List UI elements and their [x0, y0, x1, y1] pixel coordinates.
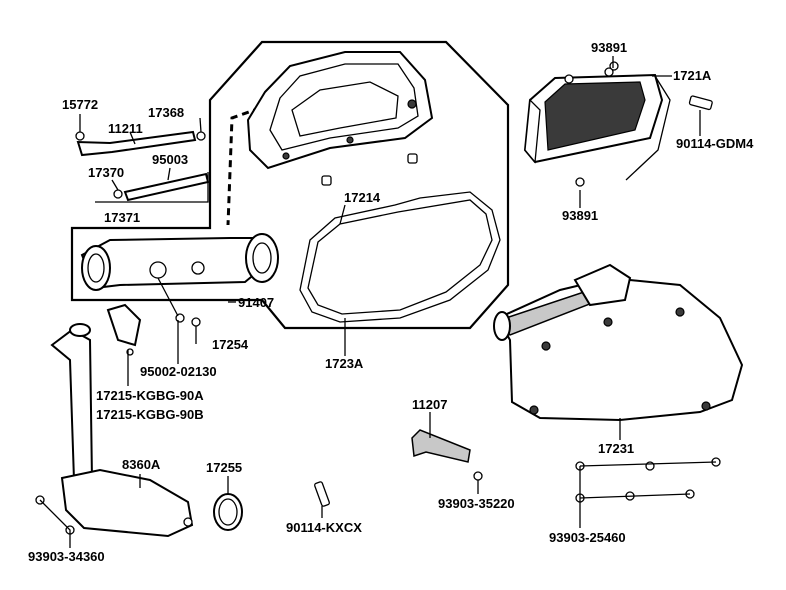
label-93903-25460: 93903-25460: [549, 530, 626, 545]
label-11207: 11207: [412, 397, 447, 412]
label-17255: 17255: [206, 460, 242, 475]
label-90114-gdm4: 90114-GDM4: [676, 136, 754, 151]
drain-tube-95003: [123, 172, 210, 202]
label-91407: 91407: [238, 295, 274, 310]
label-17214: 17214: [344, 190, 381, 205]
label-1723A: 1723A: [325, 356, 364, 371]
screw-93891-lower: [575, 177, 585, 187]
label-90114-kxcx: 90114-KXCX: [286, 520, 362, 535]
dashed-assembly-line: [226, 106, 261, 226]
label-8360A: 8360A: [122, 457, 161, 472]
label-93903-34360: 93903-34360: [28, 549, 105, 564]
plug-17370: [113, 189, 123, 199]
label-17368: 17368: [148, 105, 184, 120]
assembly-group-frame: [70, 40, 510, 330]
screw-17254: [191, 317, 201, 327]
filter-holder-rod: [625, 75, 671, 181]
bolt-90114-kxcx: [314, 481, 330, 507]
air-cleaner-cover: [246, 51, 434, 170]
cover-grommet: [321, 175, 332, 186]
bracket-17371: [95, 172, 209, 203]
screws-93891-top: [564, 61, 619, 84]
label-95003: 95003: [152, 152, 188, 167]
intake-duct: [80, 233, 279, 291]
inlet-funnel: [106, 303, 142, 347]
label-93891-top: 93891: [591, 40, 627, 55]
label-17215-kgbg-90a: 17215-KGBG-90A: [96, 388, 204, 403]
breather-tube: [76, 130, 197, 157]
label-1721A: 1721A: [673, 68, 712, 83]
label-17371: 17371: [104, 210, 140, 225]
connecting-duct: [50, 323, 194, 538]
case-bracket: [411, 429, 471, 463]
label-95002-02130: 95002-02130: [140, 364, 217, 379]
air-cleaner-case: [493, 263, 744, 422]
label-17370: 17370: [88, 165, 124, 180]
tube-clamp-15772: [75, 131, 85, 141]
label-93891-lower: 93891: [562, 208, 598, 223]
label-11211: 11211: [108, 121, 143, 136]
leader-lines: [39, 56, 717, 548]
filter-bolt: [688, 95, 713, 111]
tube-clamp-17368: [196, 131, 206, 141]
label-93903-35220: 93903-35220: [438, 496, 515, 511]
label-17215-kgbg-90b: 17215-KGBG-90B: [96, 407, 204, 422]
cover-gasket-inner: [307, 199, 493, 315]
label-15772: 15772: [62, 97, 98, 112]
air-filter-element: [523, 73, 664, 164]
label-17254: 17254: [212, 337, 249, 352]
screw-93903-35220: [473, 471, 483, 481]
label-17231: 17231: [598, 441, 634, 456]
cover-grommet: [407, 153, 418, 164]
hose-clamp-inner: [218, 498, 238, 526]
